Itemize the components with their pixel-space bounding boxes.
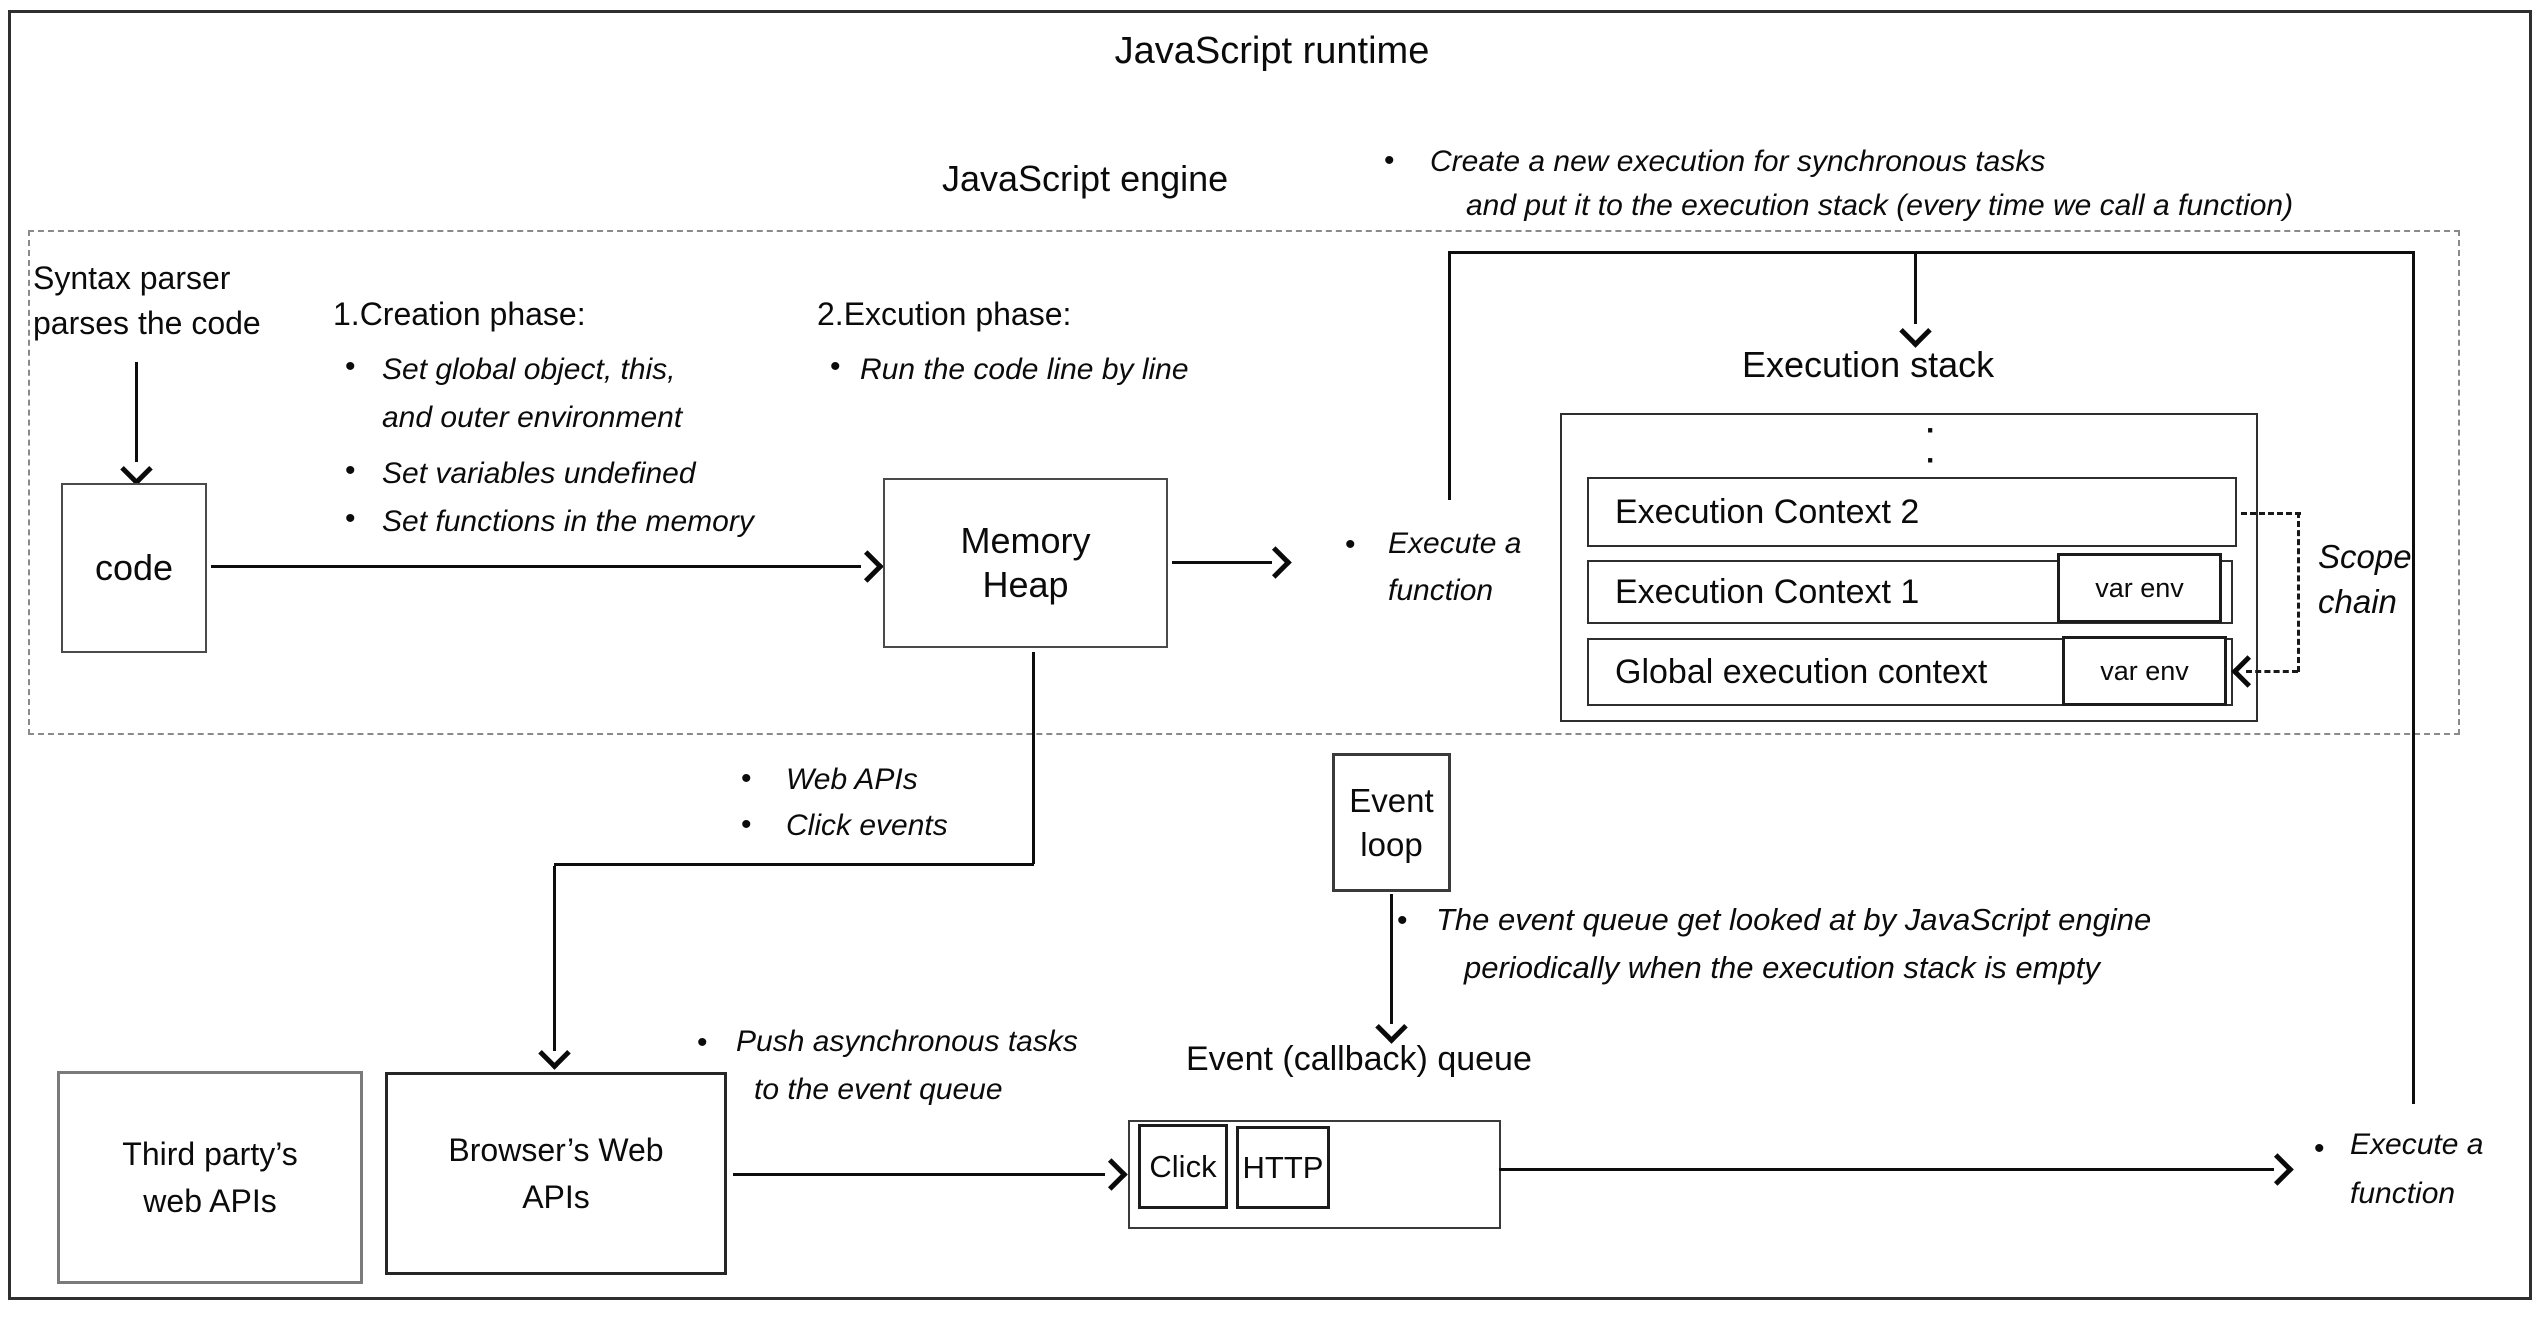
var-env-2-label: var env <box>2100 655 2189 686</box>
creation-bullet-2: • <box>345 454 356 487</box>
event-queue-title: Event (callback) queue <box>1186 1040 1532 1078</box>
create-exec-line1: Create a new execution for synchronous t… <box>1430 145 2046 178</box>
scope-chain-label: Scope chain <box>2318 534 2412 624</box>
third-party-apis-box: Third party’s web APIs <box>57 1071 363 1284</box>
arrow-syntax-to-code-line <box>135 362 138 462</box>
creation-item-3: Set functions in the memory <box>382 505 754 538</box>
engine-label: JavaScript engine <box>942 158 1229 199</box>
execution-stack-title: Execution stack <box>1742 344 1995 385</box>
execute-br-note: Execute a function <box>2350 1120 2483 1218</box>
create-exec-note: Create a new execution for synchronous t… <box>1430 140 2293 228</box>
right-return-line <box>2412 251 2415 1104</box>
scope-chain-line1: Scope <box>2318 538 2412 575</box>
execute-br-line1: Execute a <box>2350 1128 2484 1161</box>
scope-chain-dash-top <box>2241 512 2301 515</box>
creation-bullet-3: • <box>345 502 356 535</box>
event-loop-line2: loop <box>1360 825 1423 863</box>
loop-note-bullet: • <box>1397 904 1408 937</box>
creation-item-1: Set global object, this, and outer envir… <box>382 346 682 442</box>
browser-web-apis-box: Browser’s Web APIs <box>385 1072 727 1275</box>
execute-br-bullet: • <box>2314 1132 2325 1165</box>
queue-item-http-label: HTTP <box>1242 1149 1324 1185</box>
web-apis-note: Web APIs <box>786 763 918 796</box>
creation-item-1-line2: and outer environment <box>382 401 683 434</box>
third-party-line1: Third party’s <box>122 1135 298 1172</box>
arrow-to-browser-line <box>553 866 556 1051</box>
code-box-label: code <box>94 547 174 588</box>
var-env-1-label: var env <box>2095 572 2184 603</box>
excution-bullet-1: • <box>830 350 841 383</box>
excution-phase-heading: 2.Excution phase: <box>817 296 1072 332</box>
loop-note-line2: periodically when the execution stack is… <box>1464 950 2100 985</box>
heap-down-line <box>1032 652 1035 864</box>
stack-dot-1: · <box>1926 414 1936 447</box>
execution-context-1-label: Execution Context 1 <box>1615 572 1920 611</box>
engine-dashed-border <box>28 230 2460 735</box>
execution-context-2-row: Execution Context 2 <box>1587 477 2237 547</box>
execute-mid-line2: function <box>1388 574 1494 607</box>
execute-mid-line1: Execute a <box>1388 527 1522 560</box>
global-context-label: Global execution context <box>1615 652 1988 691</box>
var-env-1-box: var env <box>2057 553 2222 623</box>
execution-context-2-label: Execution Context 2 <box>1615 492 1920 531</box>
memory-heap-box: Memory Heap <box>883 478 1168 648</box>
browser-apis-line1: Browser’s Web <box>448 1131 664 1168</box>
queue-item-click-label: Click <box>1149 1148 1217 1184</box>
arrow-loop-to-queue-line <box>1390 894 1393 1024</box>
create-exec-bullet: • <box>1384 144 1395 177</box>
creation-item-1-line1: Set global object, this, <box>382 353 676 386</box>
syntax-parser-label: Syntax parser parses the code <box>33 256 261 346</box>
third-party-line2: web APIs <box>143 1182 277 1219</box>
arrow-code-to-heap-line <box>211 565 861 568</box>
creation-bullet-1: • <box>345 350 356 383</box>
creation-phase-heading: 1.Creation phase: <box>333 296 586 332</box>
scope-chain-line2: chain <box>2318 583 2397 620</box>
loop-note: The event queue get looked at by JavaScr… <box>1436 896 2151 992</box>
memory-heap-line2: Heap <box>982 564 1069 605</box>
runtime-frame-border <box>8 10 2532 1300</box>
var-env-2-box: var env <box>2062 636 2227 706</box>
creation-item-2: Set variables undefined <box>382 457 696 490</box>
push-note-line1: Push asynchronous tasks <box>736 1025 1078 1058</box>
click-events-note: Click events <box>786 809 948 842</box>
syntax-parser-line2: parses the code <box>33 305 261 341</box>
arrow-queue-to-execute-line <box>1499 1168 2274 1171</box>
event-loop-line1: Event <box>1349 781 1434 819</box>
runtime-title: JavaScript runtime <box>1114 30 1430 72</box>
arrow-into-stack-line <box>1914 254 1917 324</box>
queue-item-http: HTTP <box>1236 1126 1330 1209</box>
arrow-heap-to-execute-line <box>1172 561 1272 564</box>
push-note: Push asynchronous tasks to the event que… <box>736 1018 1078 1114</box>
event-loop-box: Event loop <box>1332 753 1451 892</box>
scope-chain-dash-vert <box>2297 512 2300 672</box>
click-events-bullet: • <box>741 808 752 841</box>
elbow-top-line <box>1448 251 2415 254</box>
execute-mid-note: Execute a function <box>1388 520 1521 614</box>
browser-apis-line2: APIs <box>522 1178 590 1215</box>
code-box: code <box>61 483 207 653</box>
stack-dot-2: · <box>1926 444 1936 477</box>
create-exec-line2: and put it to the execution stack (every… <box>1466 189 2294 222</box>
web-apis-bullet: • <box>741 762 752 795</box>
syntax-parser-line1: Syntax parser <box>33 260 231 296</box>
queue-item-click: Click <box>1138 1124 1228 1209</box>
execute-br-line2: function <box>2350 1177 2456 1210</box>
memory-heap-line1: Memory <box>960 520 1091 561</box>
arrow-browser-to-queue-line <box>733 1173 1105 1176</box>
heap-left-line <box>554 863 1034 866</box>
loop-note-line1: The event queue get looked at by JavaScr… <box>1436 902 2152 937</box>
scope-chain-dash-bottom <box>2246 670 2298 673</box>
push-note-bullet: • <box>697 1026 708 1059</box>
execute-mid-bullet: • <box>1345 528 1356 561</box>
excution-item-1: Run the code line by line <box>860 353 1189 386</box>
elbow-up-line <box>1448 253 1451 500</box>
push-note-line2: to the event queue <box>754 1073 1003 1106</box>
